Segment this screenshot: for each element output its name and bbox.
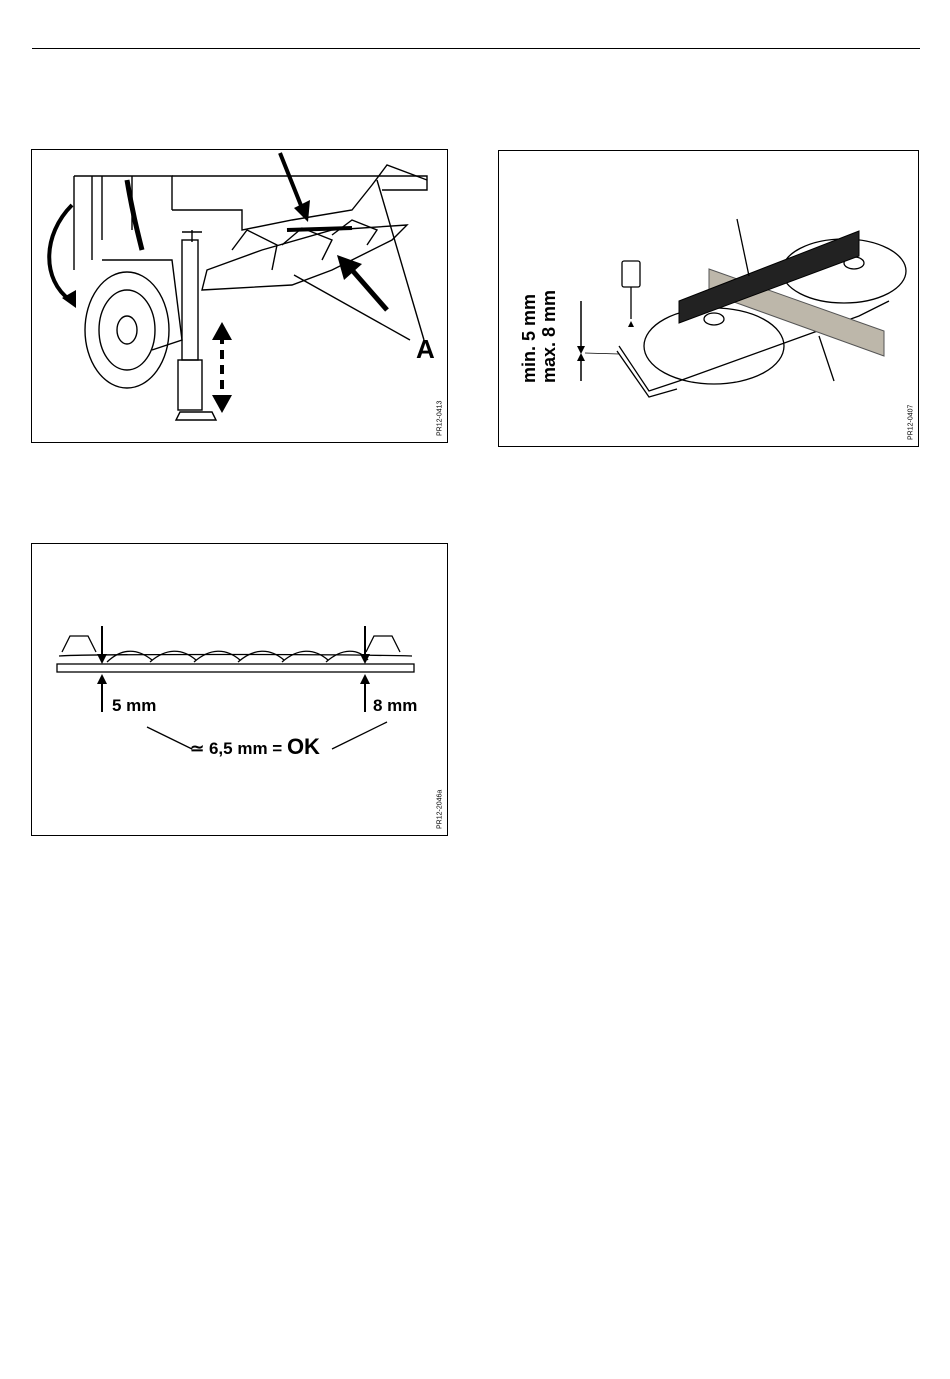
header-rule [32,48,920,49]
result-ok: OK [287,734,320,759]
label-a: A [416,334,435,365]
figure-support-jack: A PR12-0413 [31,149,448,443]
right-measurement: 8 mm [373,696,417,716]
machine-illustration [32,150,448,443]
figure-code: PR12-0407 [907,405,914,440]
gap-max: max. 8 mm [539,290,559,383]
figure-height-diagram: 5 mm 8 mm ≃ 6,5 mm = OK PR12-2046a [31,543,448,836]
left-measurement: 5 mm [112,696,156,716]
gap-min: min. 5 mm [519,290,539,383]
gap-label: min. 5 mm max. 8 mm [519,290,559,383]
result-prefix: ≃ 6,5 mm = [190,739,287,758]
result-label: ≃ 6,5 mm = OK [190,734,320,760]
figure-code: PR12-2046a [436,790,443,829]
figure-code: PR12-0413 [436,401,443,436]
height-diagram [32,544,448,836]
figure-straightedge-check: min. 5 mm max. 8 mm PR12-0407 [498,150,919,447]
cutterbar-illustration [499,151,919,447]
